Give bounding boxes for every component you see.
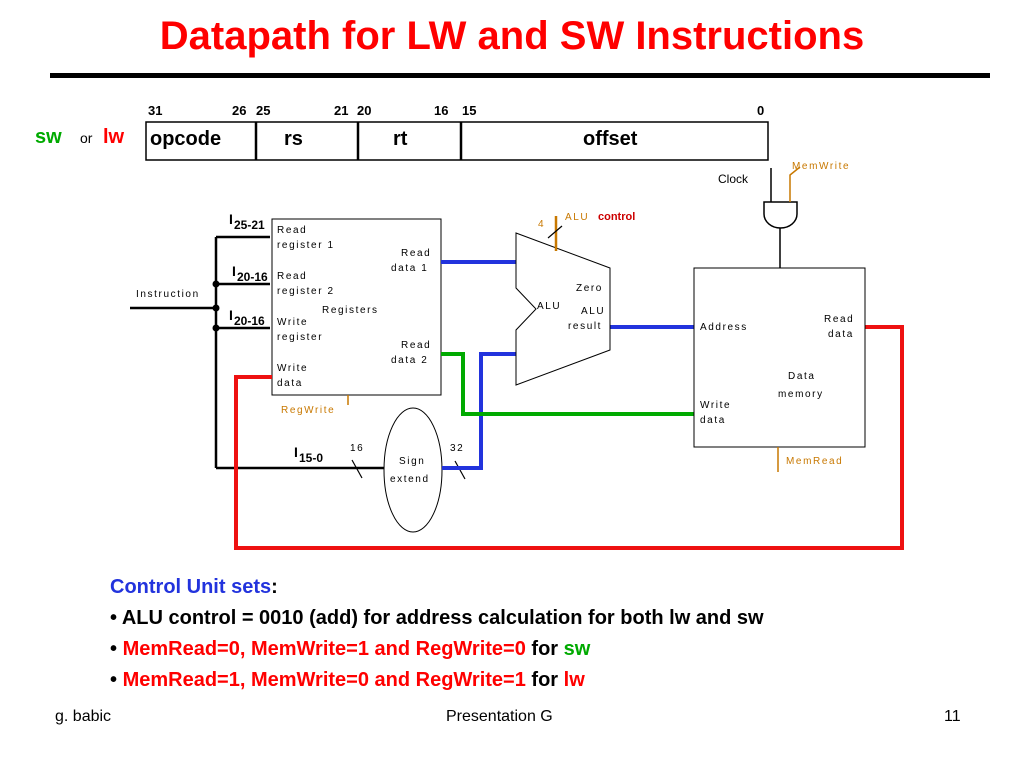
sign-label-b: extend (390, 474, 430, 485)
i-20-16-b: 20-16 (234, 314, 265, 328)
instruction-label: Instruction (136, 289, 200, 300)
alu (515, 232, 611, 386)
mem-read-data-label-b: data (828, 329, 854, 340)
field-offset: offset (583, 128, 638, 150)
read-reg2-label-b: register 2 (277, 286, 335, 297)
read-data2-label-b: data 2 (391, 355, 428, 366)
field-rs: rs (284, 128, 303, 150)
sign-extend-wire (442, 352, 516, 470)
footer-author: g. babic (55, 708, 112, 725)
sign-extend-unit (383, 407, 443, 533)
data-memory-label-b: memory (778, 389, 824, 400)
notes-bullet-1: • ALU control = 0010 (add) for address c… (110, 607, 764, 629)
write-reg-label-a: Write (277, 317, 308, 328)
zero-label: Zero (576, 283, 603, 294)
write-data-label-a: Write (277, 363, 308, 374)
write-reg-label-b: register (277, 332, 323, 343)
and-gate (763, 201, 798, 229)
notes-bullet-3: • MemRead=1, MemWrite=0 and RegWrite=1 f… (110, 669, 585, 691)
alu-result-label-a: ALU (581, 306, 605, 317)
mem-read-data-label-a: Read (824, 314, 854, 325)
alu-control-label-b: control (598, 211, 635, 223)
notes-heading-line: Control Unit sets: (110, 572, 764, 603)
register-file (271, 218, 442, 396)
notes-bullet-3-for: for (531, 669, 559, 691)
bit-21: 21 (334, 103, 348, 118)
bit-31: 31 (148, 103, 162, 118)
control-notes: Control Unit sets: • ALU control = 0010 … (110, 572, 764, 696)
i-letter-4: I (294, 444, 298, 460)
read-data2-label-a: Read (401, 340, 431, 351)
registers-label: Registers (322, 305, 379, 316)
notes-bullet-2-for: for (531, 638, 559, 660)
datapath-diagram: sw or lw 31 26 25 21 20 16 15 0 opcode r… (35, 103, 904, 550)
field-rt: rt (393, 128, 408, 150)
notes-bullet-3-op: lw (563, 669, 585, 691)
footer-presentation: Presentation G (446, 708, 553, 725)
i-letter-1: I (229, 211, 233, 227)
notes-bullet-2-red: MemRead=0, MemWrite=1 and RegWrite=0 (122, 638, 526, 660)
clock-label: Clock (718, 172, 749, 186)
sign-label-a: Sign (399, 456, 425, 467)
memread-label: MemRead (786, 456, 843, 467)
notes-heading: Control Unit sets (110, 576, 272, 598)
notes-bullet-1-text: ALU control = 0010 (add) for address cal… (121, 607, 764, 629)
i-25-21: 25-21 (234, 218, 265, 232)
notes-bullet-2-op: sw (563, 638, 591, 660)
read-reg2-label-a: Read (277, 271, 307, 282)
mem-write-data-label-a: Write (700, 400, 731, 411)
notes-bullet-3-red: MemRead=1, MemWrite=0 and RegWrite=1 (122, 669, 526, 691)
i-20-16-a: 20-16 (237, 270, 268, 284)
width-4-label: 4 (538, 219, 545, 230)
alu-control-label-a: ALU (565, 212, 589, 223)
page-title: Datapath for LW and SW Instructions (159, 14, 865, 58)
memwrite-control-line (789, 166, 801, 202)
footer-page-number: 11 (944, 708, 961, 725)
notes-heading-colon: : (271, 576, 278, 598)
instruction-format-box (145, 121, 769, 161)
i-15-0: 15-0 (299, 451, 323, 465)
bus-width-mark-16 (351, 459, 363, 479)
bit-26: 26 (232, 103, 246, 118)
instruction-wires (130, 235, 386, 470)
bus-width-mark-4 (547, 225, 563, 239)
address-label: Address (700, 322, 748, 333)
alu-label: ALU (537, 301, 561, 312)
i-letter-2: I (232, 263, 236, 279)
bit-0: 0 (757, 103, 764, 118)
format-sw: sw (35, 126, 62, 148)
format-lw: lw (103, 126, 125, 148)
read-data1-label-a: Read (401, 248, 431, 259)
notes-bullet-2: • MemRead=0, MemWrite=1 and RegWrite=0 f… (110, 638, 591, 660)
regwrite-label: RegWrite (281, 405, 335, 416)
bit-15: 15 (462, 103, 476, 118)
write-data-label-b: data (277, 378, 303, 389)
format-or: or (80, 130, 93, 146)
data-memory (693, 267, 866, 448)
alu-result-label-b: result (568, 321, 602, 332)
field-opcode: opcode (150, 128, 221, 150)
wire-junctions (212, 280, 220, 332)
read-reg1-label-a: Read (277, 225, 307, 236)
memwrite-label: MemWrite (792, 161, 850, 172)
read-data1-label-b: data 1 (391, 263, 428, 274)
bit-16: 16 (434, 103, 448, 118)
read-data2-wire (441, 352, 694, 416)
width-16-label: 16 (350, 443, 364, 454)
read-reg1-label-b: register 1 (277, 240, 335, 251)
bit-20: 20 (357, 103, 371, 118)
title-divider (50, 73, 990, 78)
i-letter-3: I (229, 307, 233, 323)
mem-write-data-label-b: data (700, 415, 726, 426)
width-32-label: 32 (450, 443, 464, 454)
bit-25: 25 (256, 103, 270, 118)
data-memory-label-a: Data (788, 371, 816, 382)
mem-read-data-wire (234, 325, 904, 550)
